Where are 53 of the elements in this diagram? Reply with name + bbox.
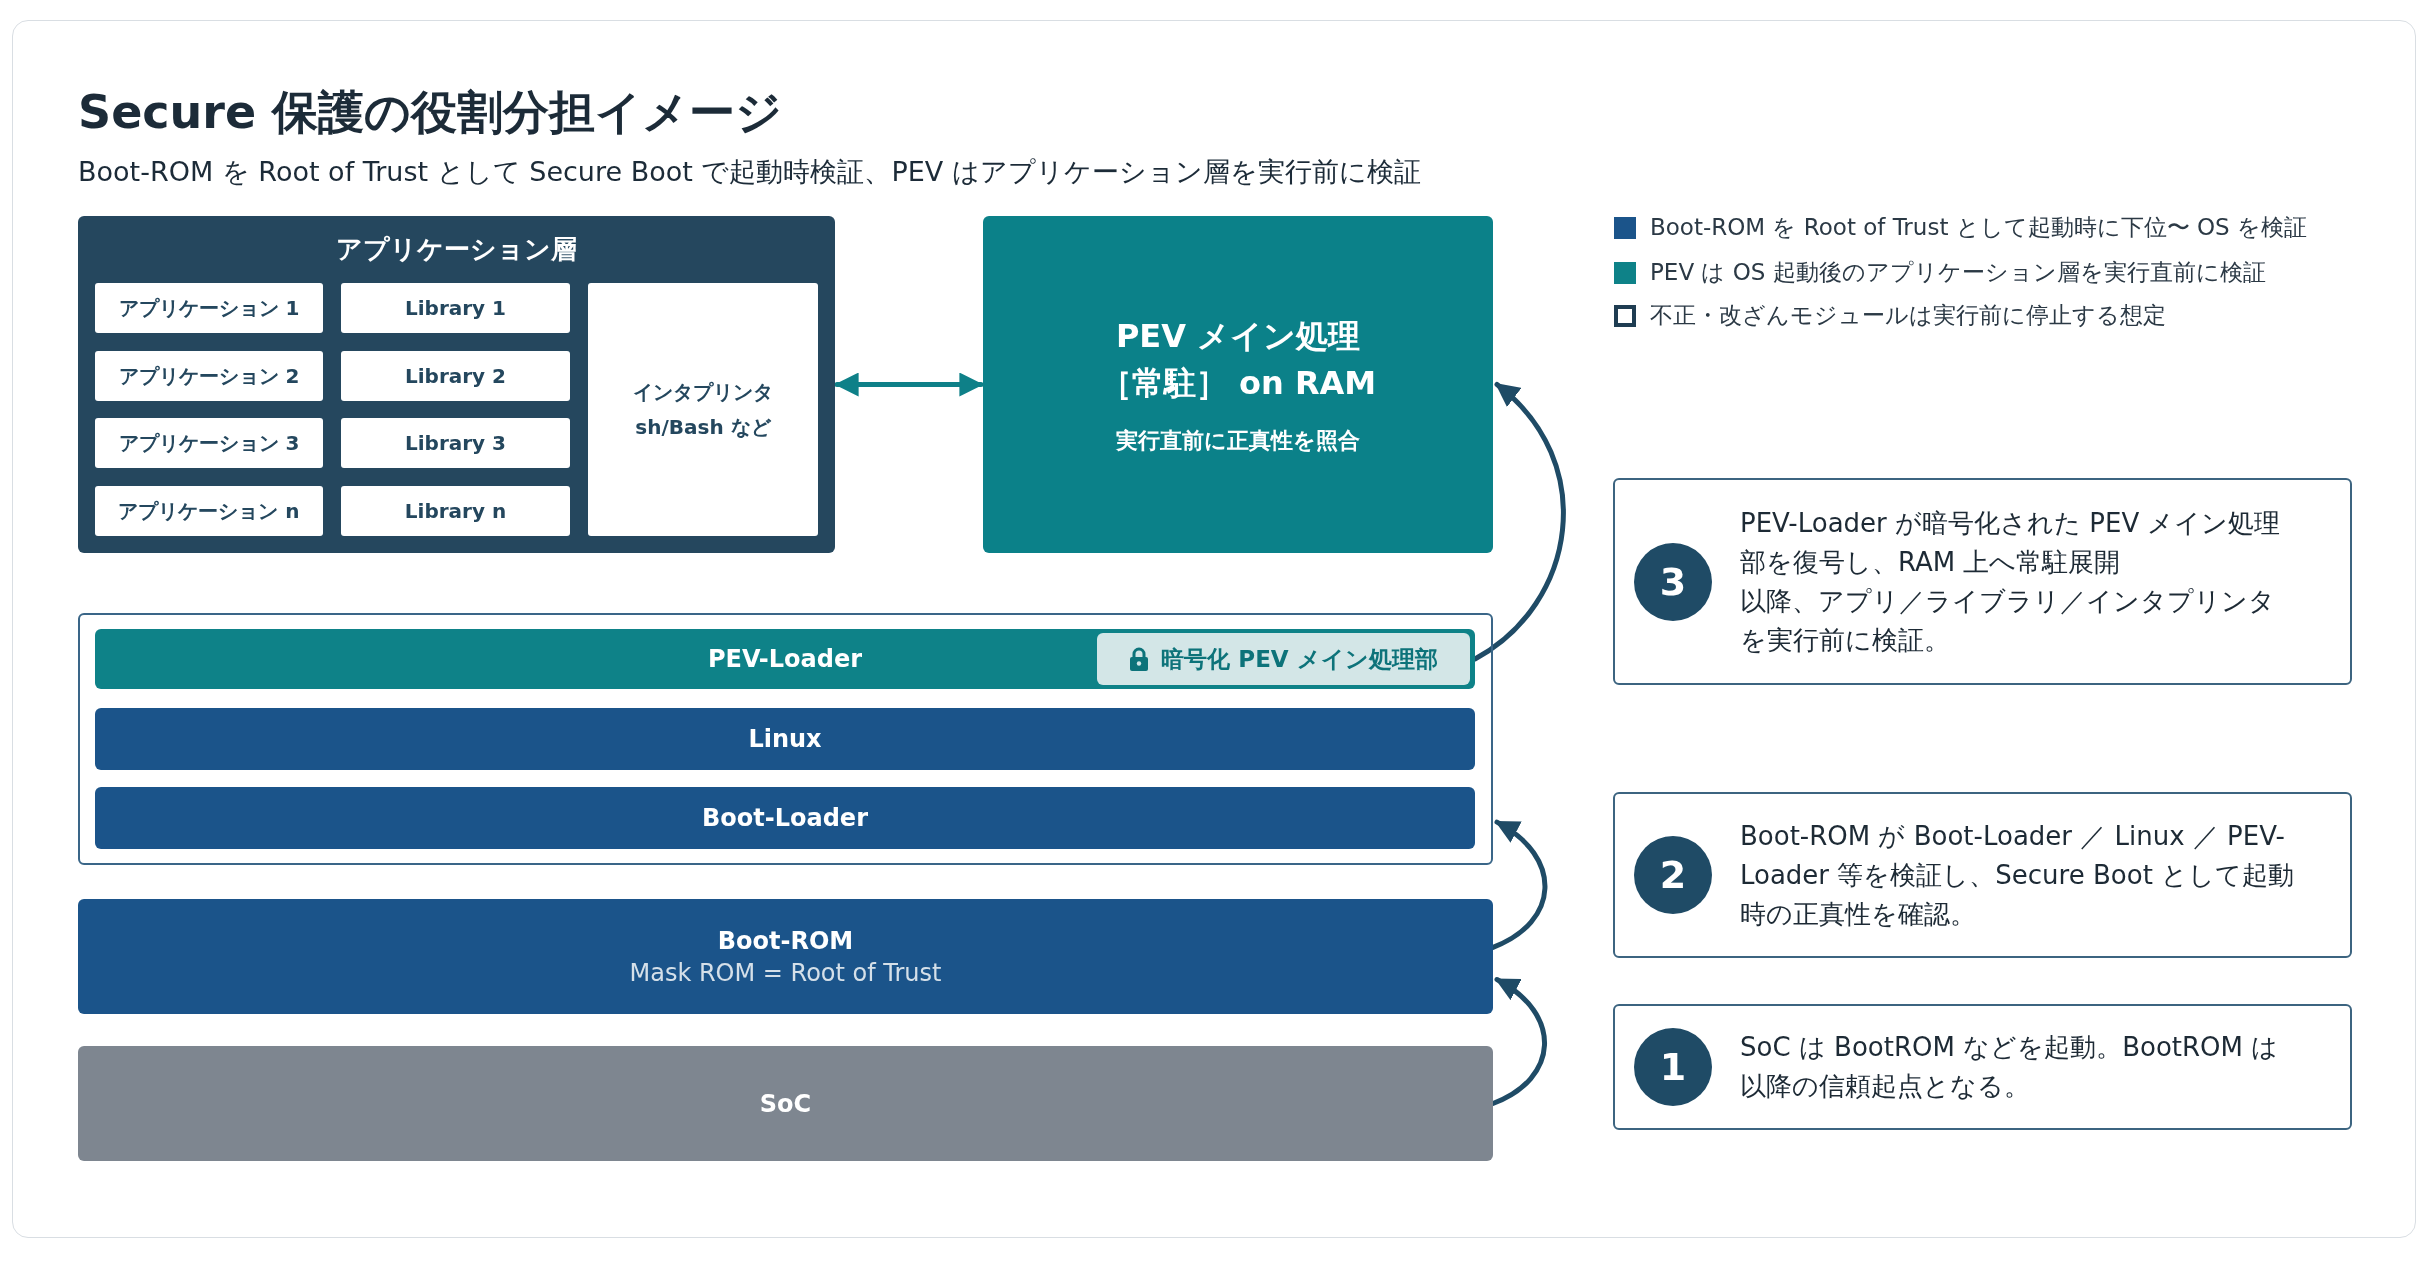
pev-main-box bbox=[983, 216, 1493, 553]
double-arrow bbox=[834, 372, 984, 397]
step-description: PEV-Loader が暗号化された PEV メイン処理部を復号し、RAM 上へ常駐展開 bbox=[1740, 506, 2282, 579]
library-box bbox=[341, 351, 570, 401]
step-number-circle: 3 bbox=[1634, 543, 1712, 621]
layer-label: Boot-Loader bbox=[702, 804, 868, 832]
library-box bbox=[341, 283, 570, 333]
library-label: Library 2 bbox=[404, 364, 507, 388]
application-box bbox=[95, 351, 323, 401]
encrypted-module-badge bbox=[1097, 633, 1470, 685]
interpreter-box bbox=[588, 283, 818, 536]
step-note-box bbox=[1613, 792, 2352, 958]
legend-text: PEV は OS 起動後のアプリケーション層を実行直前に検証 bbox=[1650, 258, 2266, 287]
step-description: Boot-ROM が Boot-Loader ／ Linux ／ PEV-Loader 等を検証し、Secure Boot として起動時の正真性を確認。 bbox=[1740, 819, 2296, 931]
layer-label: PEV-Loader bbox=[707, 645, 862, 673]
library-box bbox=[341, 486, 570, 536]
panel-title: アプリケーション層 bbox=[336, 233, 577, 266]
boot-rom-layer-bar bbox=[78, 899, 1493, 1014]
pev-main-description: 実行直前に正真性を照合 bbox=[1116, 426, 1360, 455]
step-description: 以降、アプリ／ライブラリ／インタプリンタを実行前に検証。 bbox=[1740, 584, 2276, 657]
os-layer-bar bbox=[95, 708, 1475, 770]
bootloader-layer-bar bbox=[95, 787, 1475, 849]
diagram-title: Secure 保護の役割分担イメージ bbox=[78, 84, 783, 141]
soc-layer-bar bbox=[78, 1046, 1493, 1161]
interpreter-label: インタプリンタ sh/Bash など bbox=[632, 378, 774, 441]
application-box bbox=[95, 418, 323, 468]
pev-main-heading: PEV メイン処理［常駐］ on RAM bbox=[1098, 316, 1378, 404]
application-label: アプリケーション 2 bbox=[118, 362, 300, 390]
legend-text: 不正・改ざんモジュールは実行前に停止する想定 bbox=[1650, 301, 2166, 330]
application-box bbox=[95, 283, 323, 333]
legend-text: Boot-ROM を Root of Trust として起動時に下位〜 OS を検証 bbox=[1650, 213, 2308, 242]
step-number-circle: 2 bbox=[1634, 836, 1712, 914]
application-label: アプリケーション 1 bbox=[118, 294, 300, 322]
subtitle-text: Boot-ROM を Root of Trust として Secure Boot で起動時検証、PEV はアプリケーション層を実行前に検証 bbox=[78, 155, 1421, 189]
layer-subtitle: Mask ROM = Root of Trust bbox=[629, 958, 942, 987]
encryption-label: 暗号化 PEV メイン処理部 bbox=[1161, 644, 1438, 674]
application-label: アプリケーション n bbox=[118, 497, 300, 525]
layer-label: Boot-ROM bbox=[717, 926, 854, 955]
step-description: SoC は BootROM などを起動。BootROM は以降の信頼起点となる。 bbox=[1740, 1031, 2280, 1103]
library-box bbox=[341, 418, 570, 468]
library-label: Library n bbox=[404, 499, 507, 523]
loader-layer-bar bbox=[95, 629, 1475, 689]
layer-label: SoC bbox=[759, 1089, 812, 1118]
application-label: アプリケーション 3 bbox=[118, 429, 300, 457]
library-label: Library 1 bbox=[404, 296, 507, 320]
library-label: Library 3 bbox=[404, 431, 507, 455]
os-stack-frame bbox=[78, 613, 1493, 865]
step-note-box bbox=[1613, 478, 2352, 685]
step-number-circle: 1 bbox=[1634, 1028, 1712, 1106]
application-box bbox=[95, 486, 323, 536]
layer-label: Linux bbox=[748, 725, 822, 753]
step-note-box bbox=[1613, 1004, 2352, 1130]
application-layer-panel bbox=[78, 216, 835, 553]
